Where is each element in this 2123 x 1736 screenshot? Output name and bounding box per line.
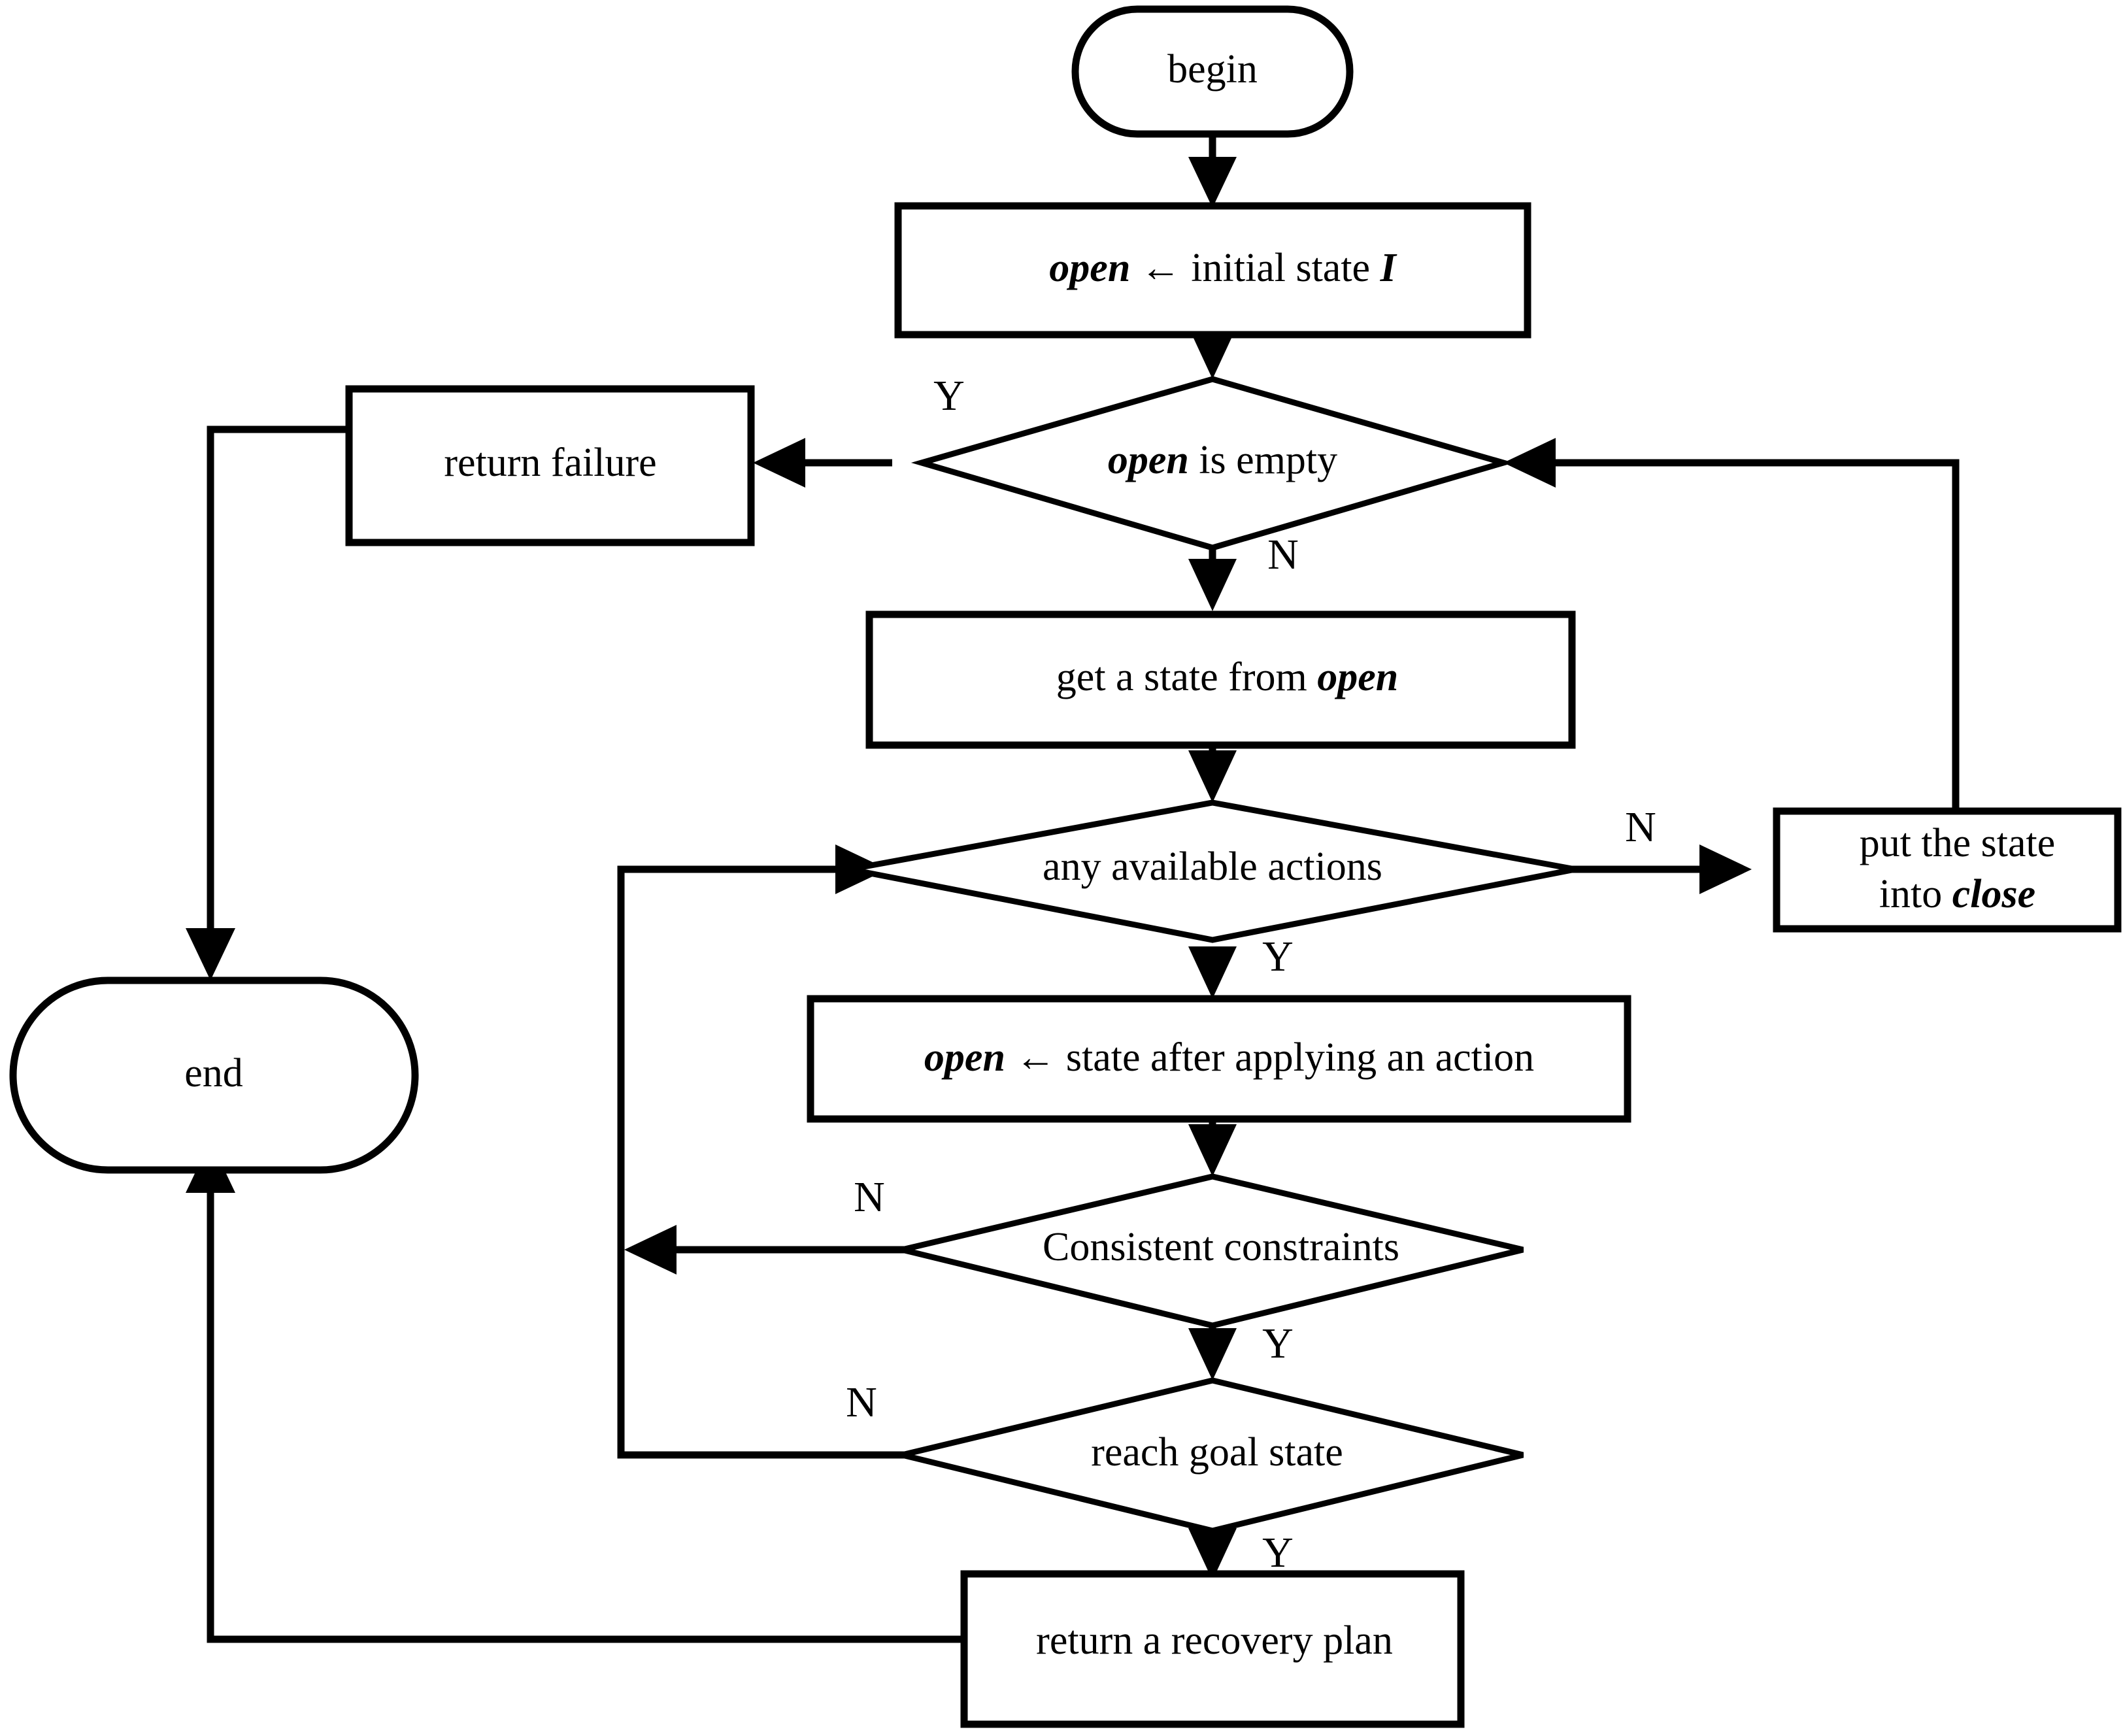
node-open-is-empty: open is empty [911, 376, 1514, 551]
node-return-failure: return failure [345, 385, 755, 546]
edge-label-reach-goal-no: N [846, 1378, 877, 1426]
edge-label-consistent-yes: Y [1262, 1320, 1294, 1367]
node-return-recovery-plan-label: return a recovery plan [1036, 1618, 1393, 1663]
node-put-state-into-close: put the state into close [1768, 807, 2123, 933]
node-put-state-into-close-label: put the state [1768, 821, 2123, 865]
node-get-state-label: get a state from open [965, 655, 1469, 699]
node-init-open-label: open ← initial state I [958, 246, 1467, 290]
node-put-state-into-close-label-2: into close [1788, 872, 2106, 916]
node-apply-action: open ← state after applying an action [807, 995, 1631, 1123]
edge-label-reach-goal-yes: Y [1262, 1529, 1294, 1577]
edge-open-empty-no-to-get-state [1188, 548, 1237, 611]
edge-label-consistent-no: N [854, 1173, 885, 1221]
edge-label-open-empty-no: N [1267, 531, 1299, 578]
node-reach-goal-state: reach goal state [901, 1377, 1524, 1534]
node-end-label: end [184, 1051, 243, 1095]
node-return-recovery-plan: return a recovery plan [960, 1570, 1465, 1728]
node-reach-goal-state-label: reach goal state [1091, 1430, 1343, 1475]
node-any-available-actions-label: any available actions [1043, 844, 1382, 889]
edge-label-any-actions-no: N [1625, 803, 1656, 851]
edge-label-any-actions-yes: Y [1262, 933, 1294, 980]
node-consistent-constraints: Consistent constraints [901, 1173, 1524, 1329]
node-get-state: get a state from open [865, 610, 1576, 749]
node-apply-action-label: open ← state after applying an action [833, 1035, 1605, 1080]
edge-return-failure-to-end [186, 426, 349, 980]
edge-consistent-no-to-loop [624, 1225, 918, 1275]
node-init-open: open ← initial state I [894, 202, 1531, 339]
node-consistent-constraints-label: Consistent constraints [1043, 1225, 1399, 1269]
node-end: end [9, 976, 419, 1174]
node-begin: begin [1071, 5, 1354, 138]
edge-put-close-to-open-empty [1503, 438, 1960, 811]
node-any-available-actions: any available actions [849, 799, 1576, 943]
edge-get-state-to-any-actions [1188, 745, 1237, 803]
edge-reach-goal-yes-to-return-plan [1188, 1528, 1237, 1580]
node-open-is-empty-label: open is empty [1016, 438, 1408, 482]
node-begin-label: begin [1167, 47, 1258, 92]
node-return-failure-label: return failure [444, 441, 656, 485]
edge-reach-goal-no-to-any-actions [617, 844, 915, 1459]
edge-apply-action-to-consistent [1188, 1119, 1237, 1177]
edge-open-empty-yes-to-return-failure [753, 438, 892, 488]
edge-begin-to-init [1188, 134, 1237, 208]
edge-any-actions-yes-to-apply-action [1188, 946, 1237, 999]
edge-consistent-yes-to-reach-goal [1188, 1327, 1237, 1380]
edge-label-open-empty-yes: Y [933, 372, 965, 420]
